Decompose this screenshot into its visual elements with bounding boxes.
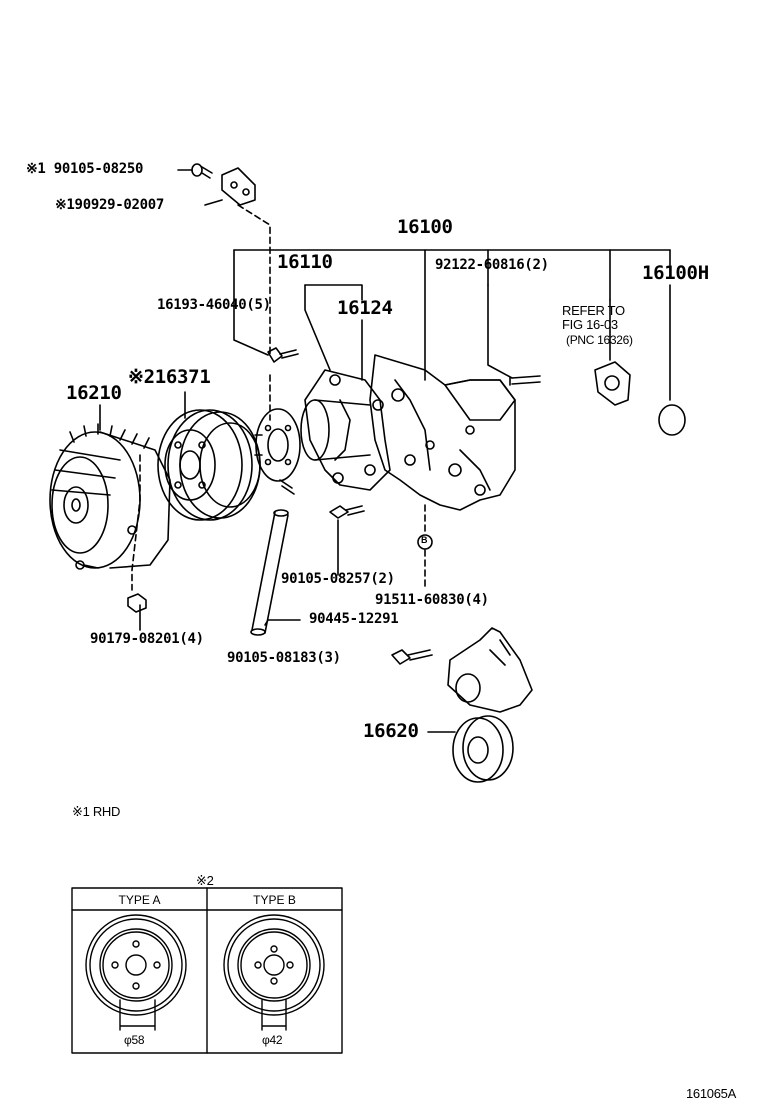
o-ring-16100h-drawing — [658, 404, 686, 436]
type-a-dimension: φ58 — [124, 1033, 145, 1047]
callout-92122-60816[interactable]: 92122-60816(2) — [435, 257, 549, 273]
callout-16371[interactable]: ※216371 — [128, 366, 211, 388]
refer-line-3: (PNC 16326) — [566, 333, 633, 347]
pump-body-16110-drawing — [300, 369, 391, 491]
dashed-lines — [131, 204, 426, 591]
gasket-refer-drawing — [594, 361, 631, 406]
marker-b-label: B — [421, 535, 428, 545]
bolt-90105-08250-drawing — [191, 163, 213, 179]
nut-90179-drawing — [127, 593, 147, 613]
callout-90179-08201[interactable]: 90179-08201(4) — [90, 631, 204, 647]
figure-number: 161065A — [686, 1086, 736, 1101]
callout-90445-12291[interactable]: 90445-12291 — [309, 611, 399, 627]
bracket-90929-02007-drawing — [221, 167, 256, 206]
callout-16620[interactable]: 16620 — [363, 720, 419, 742]
hub-flange-drawing — [254, 408, 301, 495]
tensioner-16620-drawing — [447, 627, 533, 783]
note-box-mark: ※2 — [196, 873, 214, 888]
refer-line-2: FIG 16-03 — [562, 317, 618, 332]
callout-91511-60830[interactable]: 91511-60830(4) — [375, 592, 489, 608]
type-b-header: TYPE B — [253, 893, 296, 907]
type-a-header: TYPE A — [118, 893, 161, 907]
fan-coupling-16210-drawing — [49, 423, 171, 570]
callout-16210[interactable]: 16210 — [66, 382, 122, 404]
type-table-frame — [71, 887, 343, 1054]
callout-16110[interactable]: 16110 — [277, 251, 333, 273]
callout-16193-46040[interactable]: 16193-46040(5) — [157, 297, 271, 313]
type-b-pulley-drawing — [223, 914, 325, 1031]
stud-16193-drawing — [267, 347, 299, 363]
callout-16124[interactable]: 16124 — [337, 297, 393, 319]
bolt-90105-08257-drawing — [329, 505, 365, 519]
marker-b-circle — [417, 534, 433, 550]
bolt-90105-08183-drawing — [391, 649, 433, 665]
water-pump-16100-drawing — [369, 354, 516, 511]
callout-16100[interactable]: 16100 — [397, 216, 453, 238]
stud-92122-drawing — [509, 375, 541, 386]
callout-16100h[interactable]: 16100H — [642, 262, 709, 284]
refer-line-1: REFER TO — [562, 303, 625, 318]
pulley-16371-drawing — [157, 409, 261, 521]
callout-90105-08257[interactable]: 90105-08257(2) — [281, 571, 395, 587]
note-rhd: ※1 RHD — [72, 804, 121, 819]
type-a-pulley-drawing — [85, 914, 187, 1031]
callout-90105-08183[interactable]: 90105-08183(3) — [227, 650, 341, 666]
pin-90445-drawing — [250, 509, 289, 636]
type-b-dimension: φ42 — [262, 1033, 283, 1047]
callout-90105-08250[interactable]: ※1 90105-08250 — [26, 161, 144, 177]
callout-90929-02007[interactable]: ※190929-02007 — [55, 197, 164, 213]
leader-lines — [99, 169, 671, 733]
